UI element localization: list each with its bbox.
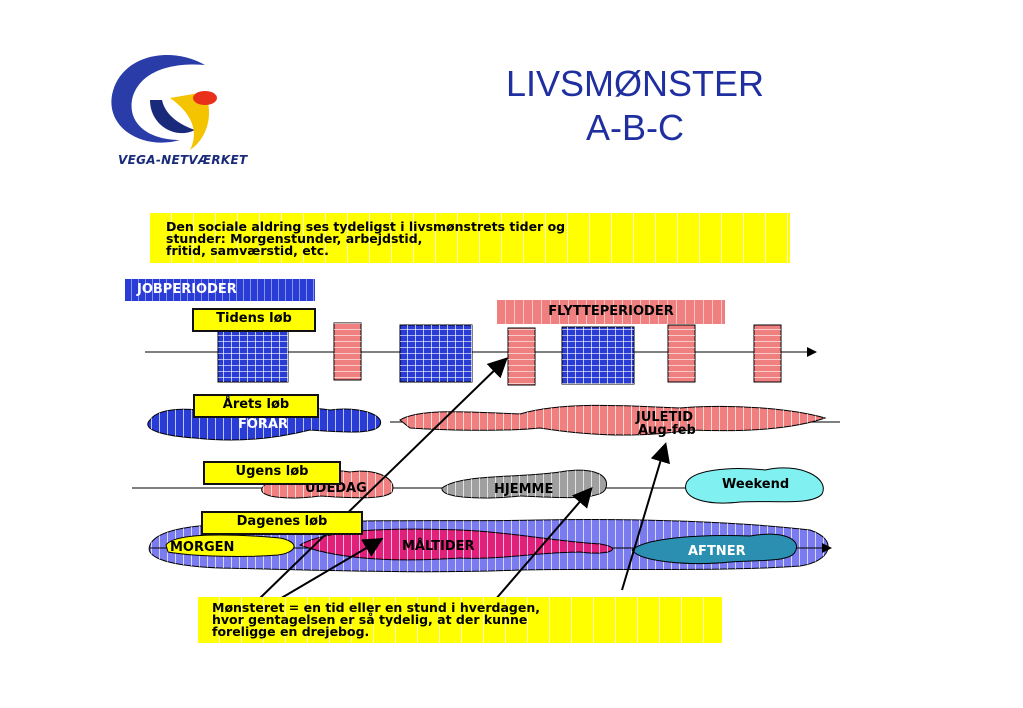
forar-text: FORÅR bbox=[238, 416, 288, 432]
hjemme-text: HJEMME bbox=[494, 482, 553, 497]
arrow-3 bbox=[494, 486, 593, 601]
juletid-text: JULETID bbox=[635, 410, 693, 425]
arrow-1 bbox=[257, 357, 508, 601]
morgen-shape bbox=[165, 534, 295, 557]
logo-text: VEGA-NETVÆRKET bbox=[118, 153, 248, 167]
definition-box: Mønsteret = en tid eller en stund i hver… bbox=[198, 597, 722, 643]
weekend-shape bbox=[685, 467, 824, 504]
page-title: LIVSMØNSTER A-B-C bbox=[460, 62, 810, 150]
intro-line-3: fritid, samværstid, etc. bbox=[166, 243, 329, 258]
aftner-shape bbox=[631, 533, 797, 564]
definition-line-2: hvor gentagelsen er så tydelig, at der k… bbox=[212, 612, 528, 627]
intro-line-2: stunder: Morgenstunder, arbejdstid, bbox=[166, 231, 423, 246]
arrow-4 bbox=[621, 442, 671, 591]
logo-graphic bbox=[111, 55, 217, 150]
tidens-lob-label: Tidens løb bbox=[192, 308, 316, 332]
flytteperioder-label: FLYTTEPERIODER bbox=[497, 300, 725, 324]
dagenes-lob-label: Dagenes løb bbox=[201, 511, 363, 535]
intro-line-1: Den sociale aldring ses tydeligst i livs… bbox=[166, 219, 566, 234]
title-line-1: LIVSMØNSTER bbox=[505, 63, 765, 104]
arrow-2 bbox=[277, 537, 384, 601]
weekend-text: Weekend bbox=[722, 477, 789, 492]
arets-lob-label: Årets løb bbox=[193, 394, 319, 418]
ugens-lob-label: Ugens løb bbox=[203, 461, 341, 485]
aug-feb-text: Aug-feb bbox=[638, 423, 696, 438]
morgen-text: MORGEN bbox=[170, 540, 234, 555]
definition-line-1: Mønsteret = en tid eller en stund i hver… bbox=[212, 600, 540, 615]
definition-line-3: foreligge en drejebog. bbox=[212, 624, 370, 639]
title-line-2: A-B-C bbox=[586, 107, 684, 148]
aftner-text: AFTNER bbox=[688, 544, 746, 559]
jobperioder-label: JOBPERIODER bbox=[125, 279, 315, 301]
intro-box: Den sociale aldring ses tydeligst i livs… bbox=[150, 213, 790, 263]
maltider-text: MÅLTIDER bbox=[402, 538, 475, 554]
